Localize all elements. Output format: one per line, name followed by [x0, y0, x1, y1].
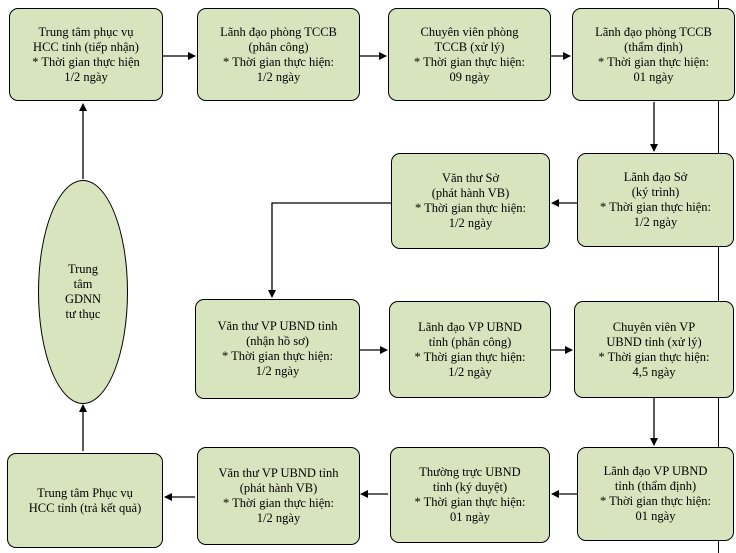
- node-text: Lãnh đạo phòng TCCB: [220, 24, 337, 39]
- node-text: * Thời gian thực hiện:: [221, 349, 334, 363]
- node-hcc-receive: Trung tâm phục vụ HCC tỉnh (tiếp nhận) *…: [9, 8, 163, 101]
- node-office-leader-assign: Lãnh đạo VP UBND tỉnh (phân công) * Thời…: [389, 301, 551, 398]
- node-text: * Thời gian thực hiện:: [222, 496, 335, 510]
- start-text: tư thục: [65, 307, 101, 321]
- node-text: 1/2 ngày: [64, 69, 108, 84]
- node-text: TCCB (xử lý): [434, 39, 505, 54]
- node-text: * Thời gian thực hiện:: [599, 200, 712, 214]
- node-text: Thường trực UBND: [419, 465, 521, 479]
- start-text: Trung: [67, 262, 99, 276]
- node-text: 1/2 ngày: [256, 511, 301, 525]
- node-text: Trung tâm Phục vụ: [37, 485, 133, 500]
- node-text: 01 ngày: [635, 509, 676, 523]
- node-text: Chuyên viên VP: [612, 319, 696, 334]
- node-department-leader-sign: Lãnh đạo Sở (ký trình) * Thời gian thực …: [577, 153, 734, 247]
- node-text: Lãnh đạo VP UBND: [418, 319, 522, 334]
- node-text: (phát hành VB): [239, 481, 318, 495]
- node-text: * Thời gian thực hiện:: [597, 54, 710, 69]
- node-text: 09 ngày: [449, 69, 490, 84]
- node-text: 1/2 ngày: [256, 69, 301, 84]
- node-text: Lãnh đạo phòng TCCB: [595, 24, 712, 39]
- node-text: Văn thư VP UBND tỉnh: [218, 466, 339, 480]
- node-text: Lãnh đạo Sở: [623, 170, 688, 184]
- node-office-leader-review: Lãnh đạo VP UBND tỉnh (thẩm định) * Thời…: [577, 447, 734, 541]
- node-tccb-leader-review: Lãnh đạo phòng TCCB (thẩm định) * Thời g…: [572, 8, 735, 101]
- node-text: * Thời gian thực hiện:: [414, 495, 526, 509]
- node-text: * Thời gian thực hiện:: [222, 54, 335, 69]
- node-text: tỉnh (thẩm định): [614, 479, 697, 493]
- node-text: * Thời gian thực hiện:: [413, 54, 526, 69]
- page-edge-line: [718, 0, 719, 553]
- node-office-specialist-process: Chuyên viên VP UBND tỉnh (xử lý) * Thời …: [574, 301, 734, 398]
- node-text: (thẩm định): [624, 39, 683, 54]
- node-text: (phát hành VB): [431, 186, 510, 200]
- start-text: tâm: [73, 277, 93, 291]
- start-text: GDNN: [64, 292, 102, 306]
- node-text: Chuyên viên phòng: [420, 24, 519, 39]
- node-text: UBND tỉnh (xử lý): [606, 334, 702, 349]
- node-text: * Thời gian thực hiện:: [414, 349, 526, 364]
- node-text: Trung tâm phục vụ: [38, 24, 134, 39]
- node-text: tỉnh (ký duyệt): [432, 480, 508, 494]
- start-node-ellipse: Trung tâm GDNN tư thục: [38, 180, 128, 404]
- arrow-n6-n7: [268, 202, 391, 298]
- node-text: * Thời gian thực hiện:: [599, 494, 712, 508]
- node-text: 1/2 ngày: [255, 364, 300, 378]
- node-text: HCC tỉnh (trả kết quả): [28, 500, 142, 515]
- node-text: 1/2 ngày: [448, 216, 493, 230]
- node-text: tỉnh (phân công): [428, 334, 512, 349]
- node-text: Lãnh đạo VP UBND: [603, 464, 708, 478]
- node-text: * Thời gian thực hiện:: [414, 201, 527, 215]
- node-text: 01 ngày: [450, 510, 490, 524]
- node-office-clerk-issue: Văn thư VP UBND tỉnh (phát hành VB) * Th…: [197, 447, 360, 545]
- node-tccb-leader-assign: Lãnh đạo phòng TCCB (phân công) * Thời g…: [197, 8, 360, 101]
- node-text: Văn thư VP UBND tỉnh: [217, 319, 338, 333]
- node-tccb-specialist-process: Chuyên viên phòng TCCB (xử lý) * Thời gi…: [388, 8, 551, 101]
- node-text: * Thời gian thực hiện: [32, 54, 140, 69]
- node-standing-committee-approve: Thường trực UBND tỉnh (ký duyệt) * Thời …: [390, 447, 550, 543]
- node-office-clerk-receive: Văn thư VP UBND tỉnh (nhận hồ sơ) * Thời…: [195, 299, 360, 399]
- node-hcc-return-result: Trung tâm Phục vụ HCC tỉnh (trả kết quả): [7, 453, 163, 548]
- node-text: (phân công): [248, 39, 309, 54]
- node-text: 1/2 ngày: [448, 364, 492, 379]
- node-text: 01 ngày: [633, 69, 674, 84]
- node-text: * Thời gian thực hiện:: [598, 349, 710, 364]
- node-text: 1/2 ngày: [633, 215, 678, 229]
- node-text: (ký trình): [631, 185, 680, 199]
- node-text: (nhận hồ sơ): [246, 334, 309, 348]
- node-text: HCC tỉnh (tiếp nhận): [33, 39, 139, 54]
- node-text: 4,5 ngày: [632, 364, 676, 379]
- node-department-clerk-issue: Văn thư Sở (phát hành VB) * Thời gian th…: [391, 153, 550, 249]
- node-text: Văn thư Sở: [441, 171, 500, 185]
